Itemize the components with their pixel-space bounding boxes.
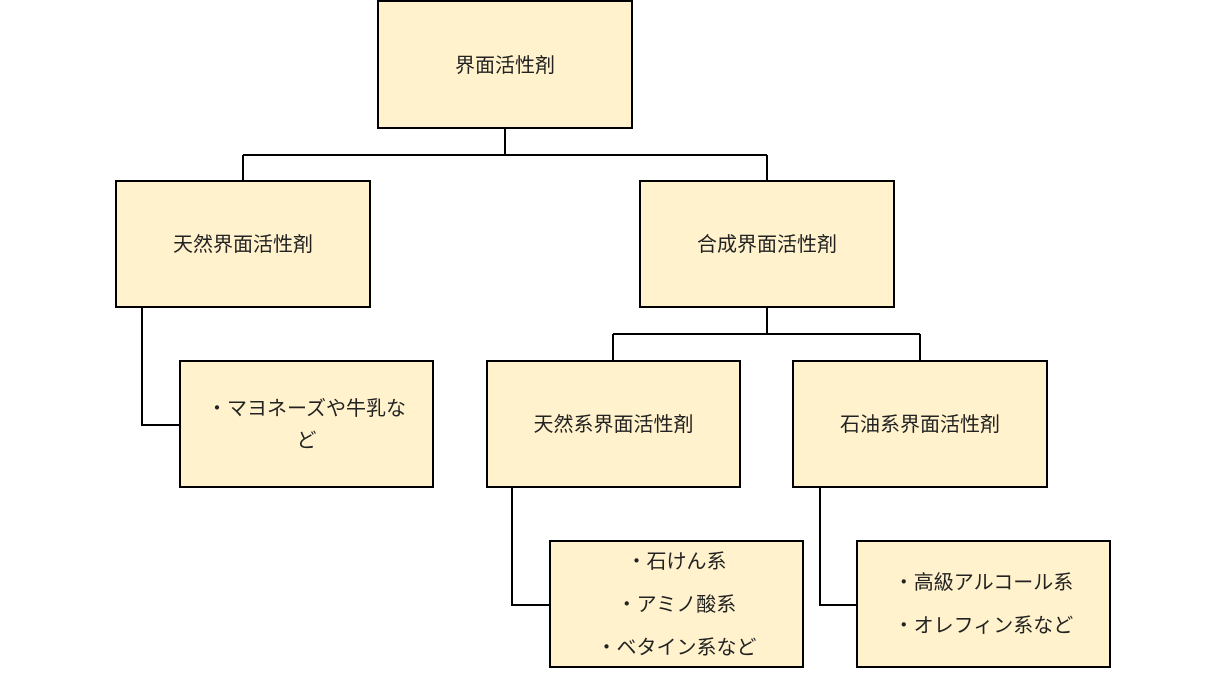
node-surfactant: 界面活性剤 [377, 0, 633, 129]
node-label-line: ・アミノ酸系 [616, 591, 737, 616]
node-petroleum-type-examples: ・高級アルコール系 ・オレフィン系など [856, 540, 1111, 668]
node-natural-type-examples: ・石けん系 ・アミノ酸系 ・ベタイン系など [549, 540, 804, 668]
node-label-line: ・マヨネーズや牛乳な [207, 396, 406, 420]
node-label-line: ど [296, 428, 317, 452]
node-label: 石油系界面活性剤 [840, 412, 1000, 436]
node-natural-type-surfactant: 天然系界面活性剤 [486, 360, 741, 488]
node-label: 界面活性剤 [455, 52, 555, 77]
node-label-line: ・ベタイン系など [596, 634, 757, 659]
connector-natural-examples [141, 307, 180, 426]
node-label-line: ・高級アルコール系 [893, 570, 1074, 594]
node-label-line: ・石けん系 [626, 548, 727, 573]
connector-synthetic-children [612, 307, 921, 361]
node-petroleum-type-surfactant: 石油系界面活性剤 [792, 360, 1048, 488]
node-label: 天然界面活性剤 [173, 232, 313, 256]
node-natural-surfactant: 天然界面活性剤 [115, 180, 371, 308]
node-natural-examples: ・マヨネーズや牛乳な ど [179, 360, 434, 488]
connector-petroleum-type-examples [819, 487, 857, 606]
node-label: 天然系界面活性剤 [533, 412, 694, 436]
connector-natural-type-examples [511, 487, 550, 606]
connector-root-children [242, 128, 768, 181]
node-synthetic-surfactant: 合成界面活性剤 [639, 180, 895, 308]
node-label-line: ・オレフィン系など [893, 613, 1074, 637]
node-label: 合成界面活性剤 [697, 232, 837, 256]
